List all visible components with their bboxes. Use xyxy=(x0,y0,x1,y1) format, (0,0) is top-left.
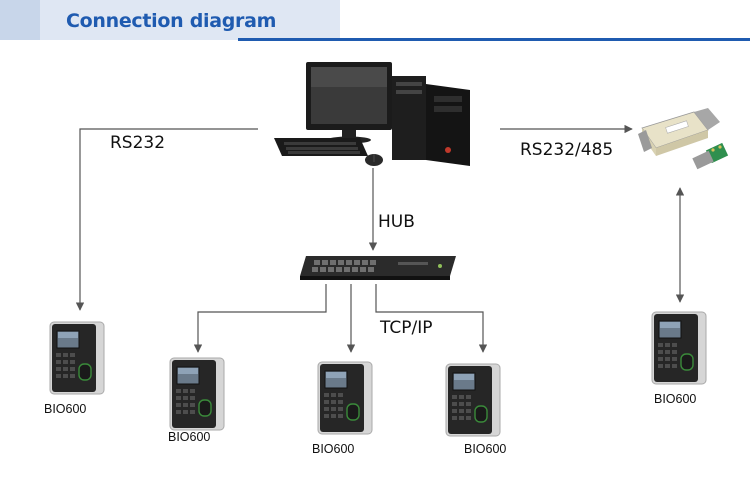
rs232-485-label: RS232/485 xyxy=(520,140,614,160)
hub-link-3 xyxy=(375,284,488,353)
tcpip-label: TCP/IP xyxy=(380,318,433,338)
device-label: BIO600 xyxy=(168,430,211,444)
desktop-computer-icon xyxy=(270,56,485,174)
device-label: BIO600 xyxy=(654,392,697,406)
section-header: Connection diagram xyxy=(0,0,750,44)
network-switch-icon xyxy=(300,254,456,282)
device-label: BIO600 xyxy=(464,442,507,456)
serial-converter-icon xyxy=(636,104,736,180)
biometric-terminal-icon xyxy=(168,356,226,432)
header-rule xyxy=(238,38,750,41)
biometric-terminal-icon xyxy=(444,362,502,438)
device-label: BIO600 xyxy=(312,442,355,456)
hub-link-1 xyxy=(193,284,327,353)
page-title: Connection diagram xyxy=(66,10,277,32)
biometric-terminal-icon xyxy=(48,320,106,396)
biometric-terminal-icon xyxy=(316,360,374,436)
header-tab xyxy=(0,0,340,40)
device-label: BIO600 xyxy=(44,402,87,416)
rs232-label: RS232 xyxy=(110,133,166,153)
rs232-link xyxy=(75,128,258,311)
hub-label: HUB xyxy=(378,212,415,232)
biometric-terminal-icon xyxy=(650,310,708,386)
